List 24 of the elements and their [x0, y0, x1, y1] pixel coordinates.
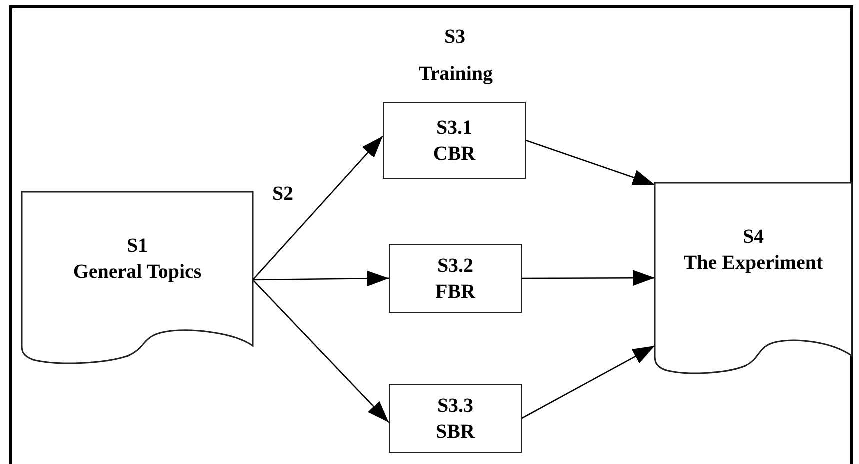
group-heading: Training	[418, 62, 494, 86]
process-box	[389, 244, 522, 313]
document-shape	[22, 192, 253, 366]
step-number: S1	[126, 234, 148, 259]
arrow	[522, 345, 656, 420]
step-number: S4	[742, 224, 764, 250]
arrow	[526, 140, 656, 186]
arrow	[522, 270, 655, 286]
step-number: S3.3	[437, 394, 474, 418]
step-label: S2	[272, 182, 294, 206]
step-number: S3.2	[437, 254, 474, 278]
step-title: FBR	[436, 280, 476, 304]
step-number: S3.1	[436, 116, 473, 140]
arrow	[253, 270, 389, 287]
document-shape	[655, 183, 852, 376]
step-title: The Experiment	[684, 250, 824, 276]
arrow	[252, 280, 390, 424]
process-box	[383, 102, 526, 179]
step-title: SBR	[436, 420, 475, 444]
arrow	[252, 136, 384, 280]
group-heading: S3	[444, 25, 466, 49]
step-title: General Topics	[73, 260, 202, 285]
step-title: CBR	[433, 142, 476, 166]
process-box	[389, 384, 522, 453]
